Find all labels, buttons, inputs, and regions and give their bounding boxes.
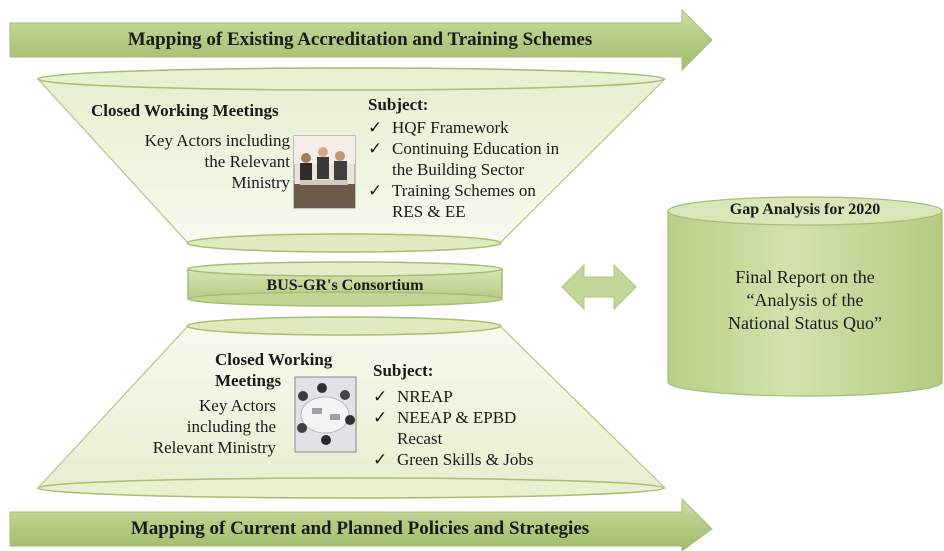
top-subject-heading: Subject: — [368, 95, 429, 114]
bottom-funnel-rim — [37, 477, 665, 499]
bottom-subject-heading: Subject: — [373, 361, 434, 380]
subject-item: ✓ NEEAP & EPBD Recast — [373, 408, 517, 448]
top-actors-line: Key Actors including — [144, 131, 290, 150]
bottom-arrow-label: Mapping of Current and Planned Policies … — [130, 518, 590, 539]
bottom-actors-text: Key Actors including the Relevant Minist… — [153, 395, 276, 458]
top-actors-line: Ministry — [231, 173, 290, 192]
consortium-top-rim — [187, 261, 503, 277]
bottom-subject-list: ✓ NREAP ✓ NEEAP & EPBD Recast ✓ Green Sk… — [373, 386, 573, 470]
check-icon: ✓ — [373, 408, 388, 427]
bottom-actors-line: Relevant Ministry — [152, 438, 276, 457]
meeting-photo-top — [293, 135, 356, 209]
top-actors-text: Key Actors including the Relevant Minist… — [145, 130, 290, 193]
bottom-funnel-top — [186, 316, 502, 336]
check-icon: ✓ — [373, 387, 388, 406]
bottom-actors-line: including the — [186, 417, 276, 436]
gap-analysis-title: Gap Analysis for 2020 — [729, 201, 881, 218]
top-funnel-rim — [37, 67, 665, 91]
bottom-meeting-title-line: Meetings — [215, 371, 282, 390]
check-icon: ✓ — [373, 450, 388, 469]
gap-cylinder-body — [667, 210, 943, 397]
check-icon: ✓ — [368, 181, 383, 200]
top-subject-list: ✓ HQF Framework ✓ Continuing Education i… — [368, 117, 608, 222]
double-arrow-icon — [561, 263, 637, 311]
top-arrow-label: Mapping of Existing Accreditation and Tr… — [127, 29, 593, 50]
meeting-photo-bottom — [294, 376, 357, 453]
subject-item: ✓ Green Skills & Jobs — [373, 450, 534, 469]
consortium-label: BUS-GR's Consortium — [266, 277, 424, 294]
top-funnel-base — [186, 233, 502, 253]
consortium-bar-shape — [188, 269, 502, 299]
subject-item: ✓ HQF Framework — [368, 118, 509, 137]
top-actors-line: the Relevant — [204, 152, 290, 171]
bottom-meeting-title: Closed Working Meetings — [215, 349, 332, 391]
bottom-actors-line: Key Actors — [199, 396, 276, 415]
bottom-arrow-shape — [9, 497, 713, 551]
subject-item: ✓ NREAP — [373, 387, 453, 406]
bottom-meeting-title-line: Closed Working — [215, 350, 333, 369]
gap-body-line: Final Report on the — [735, 267, 875, 287]
gap-body-line: “Analysis of the — [746, 290, 864, 310]
gap-analysis-body: Final Report on the “Analysis of the Nat… — [668, 266, 942, 335]
subject-item: ✓ Continuing Education in the Building S… — [368, 139, 560, 179]
check-icon: ✓ — [368, 139, 383, 158]
check-icon: ✓ — [368, 118, 383, 137]
top-meeting-title: Closed Working Meetings — [91, 101, 279, 120]
gap-cylinder-top — [667, 196, 943, 226]
subject-item: ✓ Training Schemes on RES & EE — [368, 181, 536, 221]
top-arrow-shape — [9, 8, 713, 72]
gap-body-line: National Status Quo” — [728, 313, 882, 333]
